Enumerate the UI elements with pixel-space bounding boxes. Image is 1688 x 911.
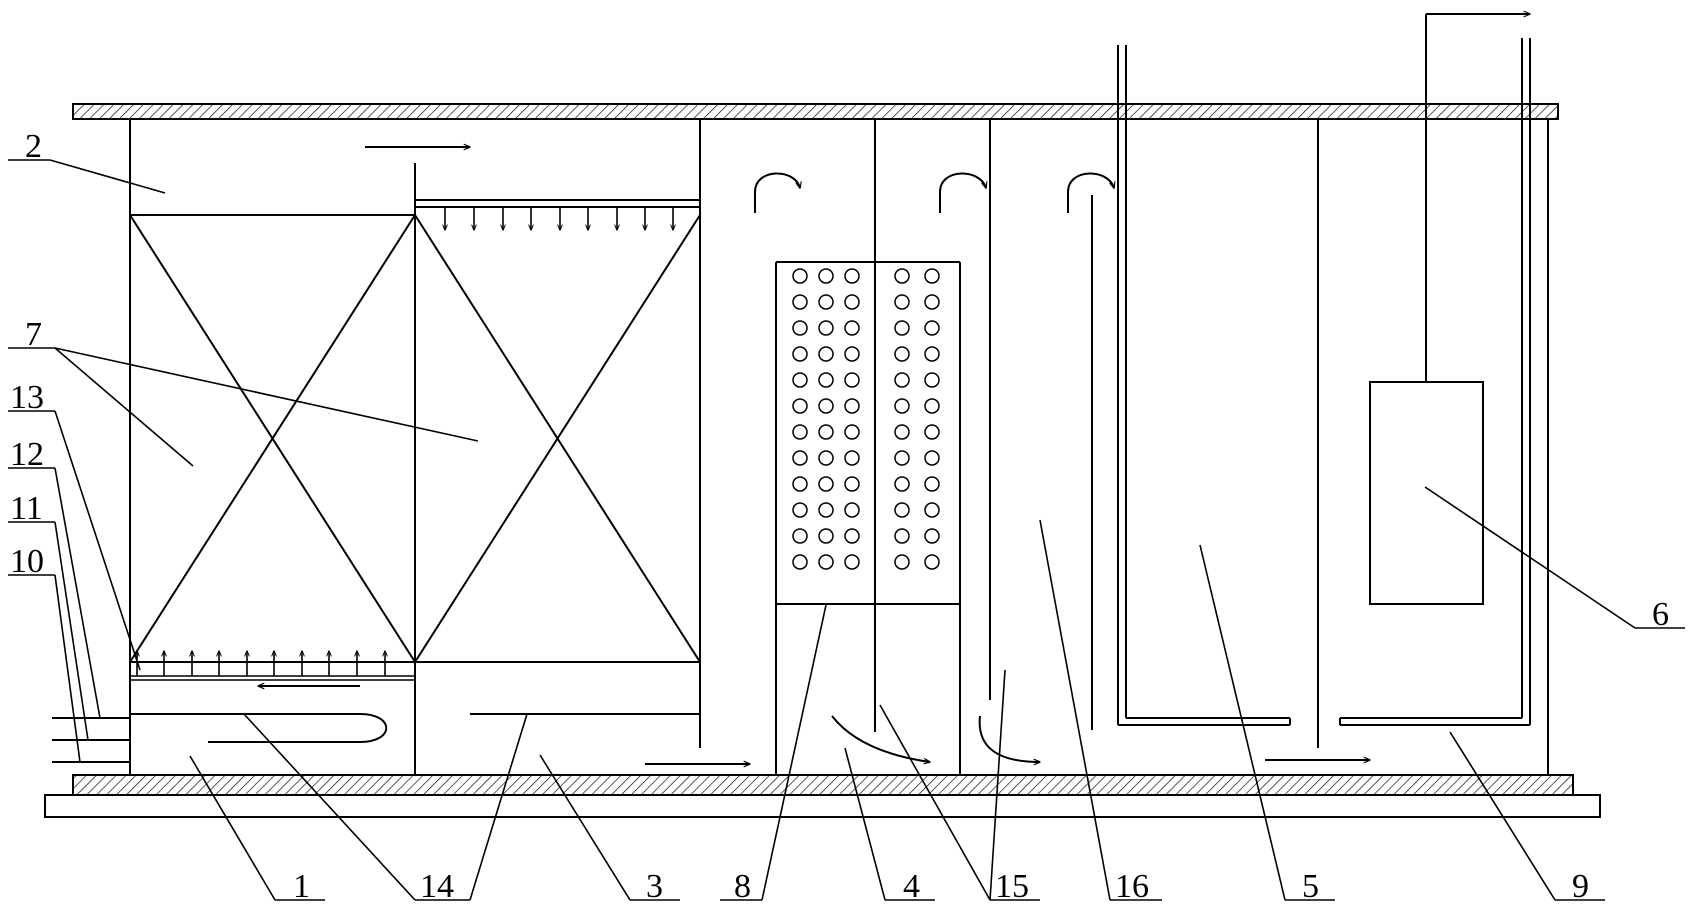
filler-ball xyxy=(894,554,910,570)
filler-ball xyxy=(844,476,860,492)
filler-ball xyxy=(924,554,940,570)
label-11: 11 xyxy=(10,490,43,527)
filler-ball xyxy=(924,398,940,414)
filler-ball xyxy=(894,424,910,440)
filler-ball xyxy=(844,346,860,362)
filler-ball xyxy=(894,502,910,518)
filler-ball xyxy=(924,502,940,518)
filler-ball xyxy=(792,372,808,388)
filler-ball xyxy=(792,346,808,362)
filler-ball xyxy=(844,320,860,336)
filler-ball xyxy=(818,528,834,544)
filler-ball xyxy=(924,346,940,362)
filler-ball xyxy=(844,554,860,570)
filler-ball xyxy=(792,450,808,466)
label-10: 10 xyxy=(10,543,44,580)
label-5: 5 xyxy=(1302,868,1319,905)
filler-ball xyxy=(924,320,940,336)
filler-balls xyxy=(792,268,940,570)
filler-ball xyxy=(894,268,910,284)
media-box-right xyxy=(414,199,701,663)
label-13: 13 xyxy=(10,379,44,416)
label-2: 2 xyxy=(25,128,42,165)
filler-ball xyxy=(792,320,808,336)
label-9: 9 xyxy=(1572,868,1589,905)
part-labels: 2 7 13 12 11 10 1 14 3 8 4 15 16 5 6 9 xyxy=(10,128,1669,905)
filler-ball xyxy=(844,502,860,518)
filler-ball xyxy=(792,476,808,492)
filler-ball xyxy=(924,372,940,388)
inlet-pipes xyxy=(52,717,130,763)
label-16: 16 xyxy=(1115,868,1149,905)
filler-ball xyxy=(844,372,860,388)
filler-ball xyxy=(792,528,808,544)
label-6: 6 xyxy=(1652,596,1669,633)
label-15: 15 xyxy=(995,868,1029,905)
filler-ball xyxy=(818,450,834,466)
flow-arrows xyxy=(258,147,1370,764)
filler-ball xyxy=(818,398,834,414)
filler-ball xyxy=(924,424,940,440)
top-slab xyxy=(72,103,1559,120)
filler-ball xyxy=(894,528,910,544)
leader-lines xyxy=(8,159,1685,901)
filler-ball xyxy=(818,346,834,362)
label-8: 8 xyxy=(734,868,751,905)
filler-ball xyxy=(792,268,808,284)
filler-ball xyxy=(894,372,910,388)
filler-ball xyxy=(924,294,940,310)
filler-ball xyxy=(924,528,940,544)
filler-ball xyxy=(844,450,860,466)
label-12: 12 xyxy=(10,436,44,473)
filler-ball xyxy=(844,398,860,414)
filler-ball xyxy=(792,554,808,570)
filler-ball xyxy=(792,398,808,414)
filler-ball xyxy=(894,398,910,414)
filler-ball xyxy=(894,476,910,492)
filler-compartment xyxy=(776,261,960,605)
membrane-module xyxy=(1369,381,1484,605)
filler-ball xyxy=(894,450,910,466)
filler-ball xyxy=(924,450,940,466)
spray-arrows-down xyxy=(445,207,673,230)
bottom-slab xyxy=(44,774,1601,818)
filler-ball xyxy=(818,502,834,518)
label-14: 14 xyxy=(420,868,454,905)
filler-ball xyxy=(844,528,860,544)
right-pipes xyxy=(1117,14,1531,726)
filler-ball xyxy=(818,294,834,310)
media-box-left xyxy=(129,214,416,663)
filler-ball xyxy=(818,268,834,284)
filler-ball xyxy=(924,476,940,492)
filler-ball xyxy=(818,372,834,388)
label-4: 4 xyxy=(903,868,920,905)
filler-ball xyxy=(818,554,834,570)
filler-ball xyxy=(792,294,808,310)
filler-ball xyxy=(844,424,860,440)
filler-ball xyxy=(792,502,808,518)
filler-ball xyxy=(894,346,910,362)
filler-ball xyxy=(894,294,910,310)
label-3: 3 xyxy=(646,868,663,905)
filler-ball xyxy=(844,268,860,284)
filler-ball xyxy=(894,320,910,336)
aeration-arrows-up xyxy=(130,651,415,681)
label-1: 1 xyxy=(293,868,310,905)
filler-ball xyxy=(818,424,834,440)
filler-ball xyxy=(844,294,860,310)
filler-ball xyxy=(818,320,834,336)
filler-ball xyxy=(818,476,834,492)
filler-ball xyxy=(924,268,940,284)
structure-walls xyxy=(129,119,1549,775)
overflow-arrows xyxy=(754,172,1114,213)
filler-ball xyxy=(792,424,808,440)
label-7: 7 xyxy=(25,316,42,353)
